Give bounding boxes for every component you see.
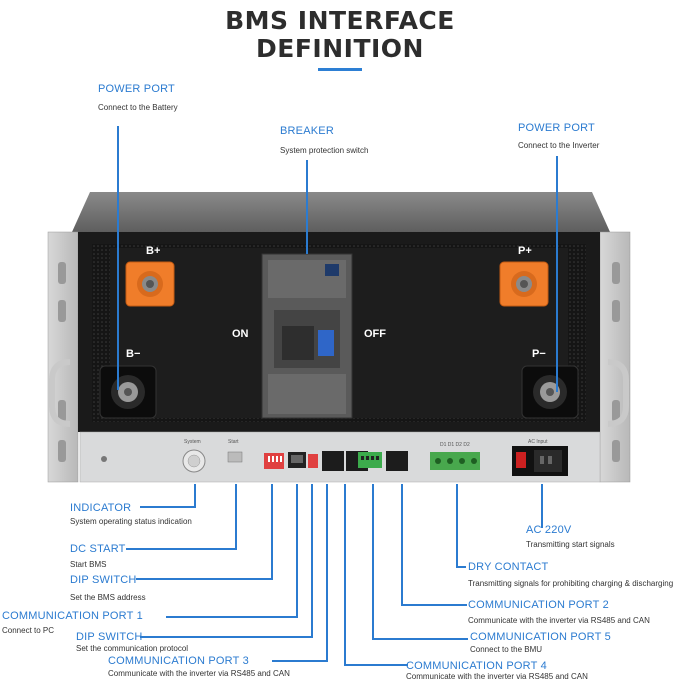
- dip-switch-2: [308, 454, 318, 468]
- handle-right: [607, 359, 629, 427]
- terminal-label-b-minus: B−: [126, 348, 141, 360]
- label-dip-switch-2-head: DIP SWITCH: [76, 631, 143, 643]
- comm-port-2: [386, 451, 408, 471]
- label-dc-start-sub: Start BMS: [70, 560, 107, 569]
- breaker-off-label: OFF: [364, 328, 386, 340]
- label-comm-port-1-head: COMMUNICATION PORT 1: [2, 610, 143, 622]
- label-power-port-inverter-head: POWER PORT: [518, 122, 595, 134]
- leader-ac-220v: [541, 484, 543, 528]
- leader-breaker: [306, 160, 308, 254]
- label-breaker-head: BREAKER: [280, 125, 334, 137]
- case-top: [72, 192, 610, 232]
- label-dry-contact-head: DRY CONTACT: [468, 561, 549, 573]
- label-ac-220v-sub: Transmitting start signals: [526, 540, 615, 549]
- label-comm-port-2-sub: Communicate with the inverter via RS485 …: [468, 616, 650, 625]
- handle-left: [49, 359, 71, 427]
- label-comm-port-3-head: COMMUNICATION PORT 3: [108, 655, 249, 667]
- leader-power-port-inverter: [556, 156, 558, 392]
- label-breaker-sub: System protection switch: [280, 146, 369, 155]
- leader-power-port-battery: [117, 126, 119, 390]
- label-power-port-battery-head: POWER PORT: [98, 83, 175, 95]
- label-comm-port-5-head: COMMUNICATION PORT 5: [470, 631, 611, 643]
- label-power-port-battery-sub: Connect to the Battery: [98, 103, 178, 112]
- panel-label-start: Start: [228, 439, 239, 445]
- breaker-on-label: ON: [232, 328, 249, 340]
- label-ac-220v-head: AC 220V: [526, 524, 572, 536]
- start-button: [227, 451, 243, 463]
- label-dip-switch-1-sub: Set the BMS address: [70, 593, 146, 602]
- leader-indicator: [194, 484, 196, 508]
- leader-dip-switch-1: [271, 484, 273, 580]
- panel-label-dry-contact: D1 D1 D2 D2: [440, 442, 470, 448]
- label-dry-contact-sub: Transmitting signals for prohibiting cha…: [468, 579, 674, 588]
- label-dc-start-head: DC START: [70, 543, 126, 555]
- leader-dry-contact: [456, 484, 458, 568]
- title-underline: [318, 68, 362, 71]
- leader-dip-switch-2: [311, 484, 313, 638]
- label-comm-port-2-head: COMMUNICATION PORT 2: [468, 599, 609, 611]
- title-line-1: BMS INTERFACE: [225, 6, 455, 35]
- leader-comm-port-4: [344, 484, 346, 666]
- leader-comm-port-2: [401, 484, 403, 606]
- terminal-label-p-minus: P−: [532, 348, 546, 360]
- leader-comm-port-1: [296, 484, 298, 618]
- label-comm-port-3-sub: Communicate with the inverter via RS485 …: [108, 669, 290, 678]
- panel-label-system: System: [184, 439, 201, 445]
- label-indicator-sub: System operating status indication: [70, 517, 192, 526]
- title-line-2: DEFINITION: [256, 34, 424, 63]
- label-comm-port-4-sub: Communicate with the inverter via RS485 …: [406, 672, 588, 681]
- dry-contact-terminal: [430, 452, 480, 470]
- leader-dc-start: [235, 484, 237, 550]
- label-dip-switch-2-sub: Set the communication protocol: [76, 644, 189, 653]
- label-comm-port-1-sub: Connect to PC: [2, 626, 55, 635]
- label-comm-port-5-sub: Connect to the BMU: [470, 645, 543, 654]
- comm-port-3: [322, 451, 344, 471]
- leader-comm-port-5: [372, 484, 374, 640]
- leader-comm-port-3: [326, 484, 328, 662]
- label-indicator-head: INDICATOR: [70, 502, 132, 514]
- label-comm-port-4-head: COMMUNICATION PORT 4: [406, 660, 547, 672]
- terminal-label-b-plus: B+: [146, 245, 161, 257]
- terminal-label-p-plus: P+: [518, 245, 532, 257]
- label-power-port-inverter-sub: Connect to the Inverter: [518, 141, 600, 150]
- label-dip-switch-1-head: DIP SWITCH: [70, 574, 137, 586]
- panel-label-ac-input: AC Input: [528, 439, 548, 445]
